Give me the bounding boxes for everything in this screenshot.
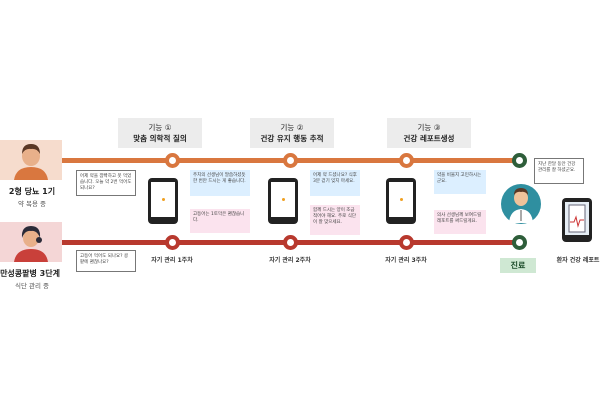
feature-box-1: 기능 ① 맞춤 의학적 질의 — [118, 118, 202, 148]
feature-title: 맞춤 의학적 질의 — [133, 134, 187, 143]
feature-number: 기능 ① — [148, 123, 172, 132]
week-1-label: 자기 관리 1주차 — [151, 257, 193, 264]
feature-title: 건강 유지 행동 추적 — [260, 134, 324, 143]
phone-week-1 — [148, 178, 178, 224]
report-label: 환자 건강 레포트 — [556, 257, 600, 264]
patient-2-status: 식단 관리 중 — [14, 282, 50, 290]
ai-reply-week-3: 약을 비울지 고민하시는 군요. — [434, 170, 486, 194]
patient-1-status: 약 복용 중 — [17, 200, 47, 208]
patient-1-question: 어제 약을 깜빡하고 못 먹었습니다. 오늘 약 2번 먹어도 되나요? — [76, 170, 136, 196]
feature-box-3: 기능 ③ 건강 레포트생성 — [387, 118, 471, 148]
report-chart-icon — [568, 204, 586, 233]
feature-box-2: 기능 ② 건강 유지 행동 추적 — [250, 118, 334, 148]
node-bottom-end — [512, 235, 527, 250]
feature-number: 기능 ③ — [417, 123, 441, 132]
ai-reply-2-week-1: 고등어는 1토막은 괜찮습니다. — [190, 209, 250, 233]
node-top-end — [512, 153, 527, 168]
ai-reply-week-1: 주치의 선생님이 말씀하셨듯 한 번만 드시는 게 좋습니다. — [190, 170, 250, 196]
patient-2-name: 만성콩팥병 3단계 — [0, 269, 60, 278]
week-2-label: 자기 관리 2주차 — [269, 257, 311, 264]
node-bottom-2 — [283, 235, 298, 250]
node-bottom-1 — [165, 235, 180, 250]
ai-reply-2-week-2: 함께 드시는 양이 조금 적어야 해요. 주로 식단이 잘 맞으세요. — [310, 205, 360, 235]
phone-week-2 — [268, 178, 298, 224]
ai-reply-week-2: 어제 약 드셨나요? 식후 3분 걷기 잊지 마세요. — [310, 170, 360, 196]
ai-reply-2-week-3: 의사 선생님께 보여드릴 레포트를 써드릴게요. — [434, 210, 486, 234]
patient-avatar-male — [0, 140, 62, 180]
feature-title: 건강 레포트생성 — [403, 134, 455, 143]
doctor-icon — [501, 184, 541, 224]
node-bottom-3 — [399, 235, 414, 250]
patient-2-question: 고등어 먹어도 되나요? 콩팥에 괜찮나요? — [76, 250, 136, 272]
man-icon — [14, 144, 48, 180]
doctor-speech: 지난 한달 동안 건강 관리를 잘 하셨군요. — [534, 158, 584, 184]
doctor-avatar — [500, 183, 542, 225]
node-top-1 — [165, 153, 180, 168]
patient-1-name: 2형 당뇨 1기 — [8, 187, 56, 196]
phone-week-3 — [386, 178, 416, 224]
node-top-3 — [399, 153, 414, 168]
node-top-2 — [283, 153, 298, 168]
feature-number: 기능 ② — [280, 123, 304, 132]
woman-icon — [14, 226, 48, 262]
week-3-label: 자기 관리 3주차 — [385, 257, 427, 264]
clinic-label: 진료 — [500, 258, 536, 273]
health-report-phone — [562, 198, 592, 242]
patient-avatar-female — [0, 222, 62, 262]
